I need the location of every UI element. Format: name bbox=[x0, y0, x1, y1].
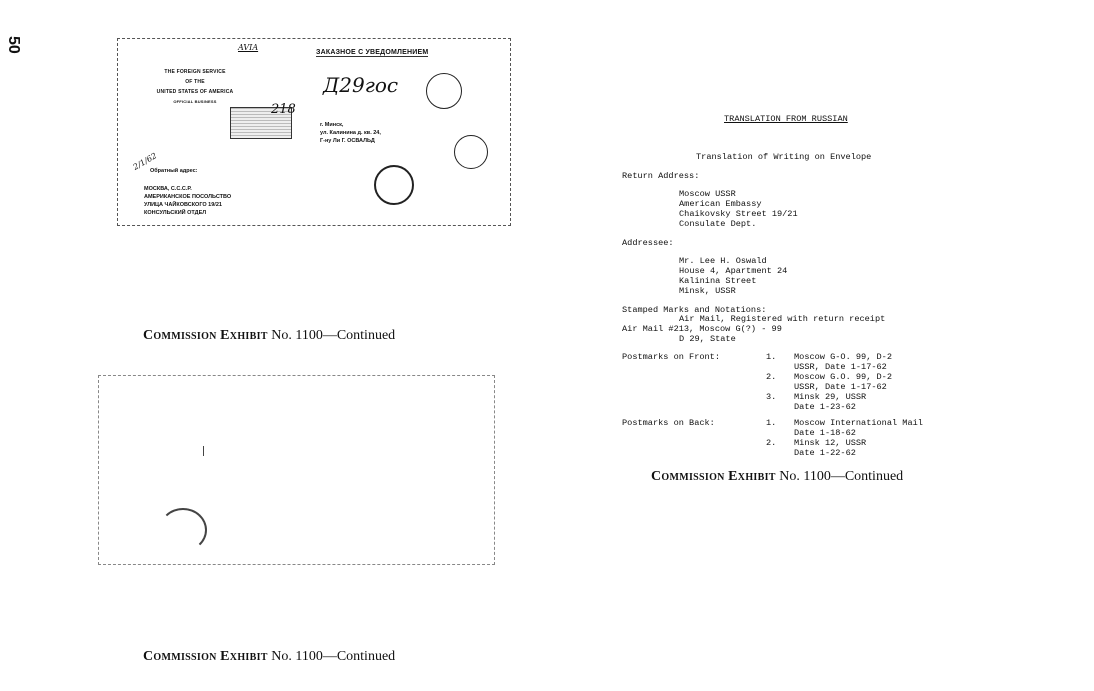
item-line: USSR, Date 1-17-62 bbox=[794, 362, 887, 372]
return-address-label: Return Address: bbox=[622, 171, 700, 181]
sender-line: THE FOREIGN SERVICE bbox=[164, 69, 226, 75]
item-line: Moscow International Mail bbox=[794, 418, 923, 428]
addressee-block: Mr. Lee H. Oswald House 4, Apartment 24 … bbox=[679, 256, 787, 296]
caption-exhibit-1: Commission Exhibit No. 1100—Continued bbox=[143, 328, 395, 344]
stamped-marks-label: Stamped Marks and Notations: bbox=[622, 305, 767, 315]
item-line: Date 1-22-62 bbox=[794, 448, 856, 458]
item-line: Moscow G-O. 99, D-2 bbox=[794, 352, 892, 362]
caption-text: No. 1100—Continued bbox=[779, 469, 904, 484]
item-number: 1. bbox=[766, 418, 777, 428]
item-line: USSR, Date 1-17-62 bbox=[794, 382, 887, 392]
return-line: АМЕРИКАНСКОЕ ПОСОЛЬСТВО bbox=[144, 194, 232, 200]
return-address-block-ru: МОСКВА, С.С.С.Р. АМЕРИКАНСКОЕ ПОСОЛЬСТВО… bbox=[144, 185, 231, 217]
list-item: 1. Moscow International Mail Date 1-18-6… bbox=[766, 418, 923, 438]
postmarks-front-label: Postmarks on Front: bbox=[622, 352, 720, 362]
sender-line: OFFICIAL BUSINESS bbox=[173, 99, 217, 104]
avia-stamp: AVIA bbox=[238, 43, 259, 52]
caption-label: Exhibit bbox=[220, 328, 268, 343]
caption-label: Exhibit bbox=[728, 469, 776, 484]
postmark-stamp-icon bbox=[159, 508, 207, 552]
postmarks-back-list: 1. Moscow International Mail Date 1-18-6… bbox=[766, 418, 923, 458]
list-item: 2. Moscow G.O. 99, D-2 USSR, Date 1-17-6… bbox=[766, 372, 892, 392]
stamped-line: Air Mail, Registered with return receipt bbox=[679, 314, 886, 324]
stamped-line: D 29, State bbox=[679, 334, 736, 344]
return-line: КОНСУЛЬСКИЙ ОТДЕЛ bbox=[144, 210, 207, 216]
list-item: 3. Minsk 29, USSR Date 1-23-62 bbox=[766, 392, 892, 412]
sender-line: UNITED STATES OF AMERICA bbox=[156, 89, 234, 95]
caption-label: Exhibit bbox=[220, 649, 268, 664]
item-line: Minsk 29, USSR bbox=[794, 392, 867, 402]
return-line: УЛИЦА ЧАЙКОВСКОГО 19/21 bbox=[144, 202, 222, 208]
item-line: Date 1-18-62 bbox=[794, 428, 856, 438]
stamped-line: Air Mail #213, Moscow G(?) - 99 bbox=[622, 324, 782, 334]
item-line: Date 1-23-62 bbox=[794, 402, 856, 412]
return-address-line: Chaikovsky Street 19/21 bbox=[679, 209, 798, 219]
address-line: г. Минск, bbox=[320, 122, 344, 128]
postmark-stamp-icon bbox=[454, 135, 488, 169]
translation-title: TRANSLATION FROM RUSSIAN bbox=[724, 114, 848, 124]
address-block: г. Минск, ул. Калинина д. кв. 24, Г-ну Л… bbox=[320, 121, 381, 145]
page-number: 50 bbox=[5, 36, 22, 54]
list-item: 1. Moscow G-O. 99, D-2 USSR, Date 1-17-6… bbox=[766, 352, 892, 372]
postmark-stamp-icon bbox=[426, 73, 462, 109]
envelope-back bbox=[98, 375, 495, 565]
sender-block: THE FOREIGN SERVICE OF THE UNITED STATES… bbox=[140, 67, 250, 107]
item-line: Minsk 12, USSR bbox=[794, 438, 867, 448]
address-line: Г-ну Ли Г. ОСВАЛЬД bbox=[320, 138, 375, 144]
sender-line: OF THE bbox=[185, 79, 205, 85]
mark-icon bbox=[203, 446, 208, 456]
translation-subtitle: Translation of Writing on Envelope bbox=[696, 152, 872, 162]
return-line: МОСКВА, С.С.С.Р. bbox=[144, 186, 192, 192]
caption-text: No. 1100—Continued bbox=[271, 328, 396, 343]
handwritten-code: Д29гос bbox=[323, 73, 399, 97]
addressee-line: House 4, Apartment 24 bbox=[679, 266, 788, 276]
envelope-front: AVIA ЗАКАЗНОЕ С УВЕДОМЛЕНИЕМ THE FOREIGN… bbox=[117, 38, 511, 226]
registration-number: 218 bbox=[271, 102, 296, 117]
addressee-line: Mr. Lee H. Oswald bbox=[679, 256, 767, 266]
item-number: 2. bbox=[766, 438, 777, 448]
caption-exhibit-2: Commission Exhibit No. 1100—Continued bbox=[143, 649, 395, 665]
caption-prefix: Commission bbox=[143, 649, 217, 664]
postmark-stamp-icon bbox=[374, 165, 414, 205]
addressee-line: Kalinina Street bbox=[679, 276, 757, 286]
return-address-line: American Embassy bbox=[679, 199, 762, 209]
item-number: 3. bbox=[766, 392, 777, 402]
address-line: ул. Калинина д. кв. 24, bbox=[320, 130, 381, 136]
postmarks-front-list: 1. Moscow G-O. 99, D-2 USSR, Date 1-17-6… bbox=[766, 352, 892, 412]
caption-exhibit-3: Commission Exhibit No. 1100—Continued bbox=[651, 469, 903, 485]
item-number: 2. bbox=[766, 372, 777, 382]
addressee-label: Addressee: bbox=[622, 238, 674, 248]
registered-header-stamp: ЗАКАЗНОЕ С УВЕДОМЛЕНИЕМ bbox=[316, 49, 429, 57]
registration-label: 218 bbox=[230, 102, 296, 139]
item-line: Moscow G.O. 99, D-2 bbox=[794, 372, 892, 382]
return-address-block: Moscow USSR American Embassy Chaikovsky … bbox=[679, 189, 798, 229]
caption-text: No. 1100—Continued bbox=[271, 649, 396, 664]
return-address-label-ru: Обратный адрес: bbox=[150, 168, 198, 174]
caption-prefix: Commission bbox=[651, 469, 725, 484]
return-address-line: Consulate Dept. bbox=[679, 219, 757, 229]
postmarks-back-label: Postmarks on Back: bbox=[622, 418, 715, 428]
addressee-line: Minsk, USSR bbox=[679, 286, 736, 296]
return-address-line: Moscow USSR bbox=[679, 189, 736, 199]
caption-prefix: Commission bbox=[143, 328, 217, 343]
list-item: 2. Minsk 12, USSR Date 1-22-62 bbox=[766, 438, 923, 458]
item-number: 1. bbox=[766, 352, 777, 362]
